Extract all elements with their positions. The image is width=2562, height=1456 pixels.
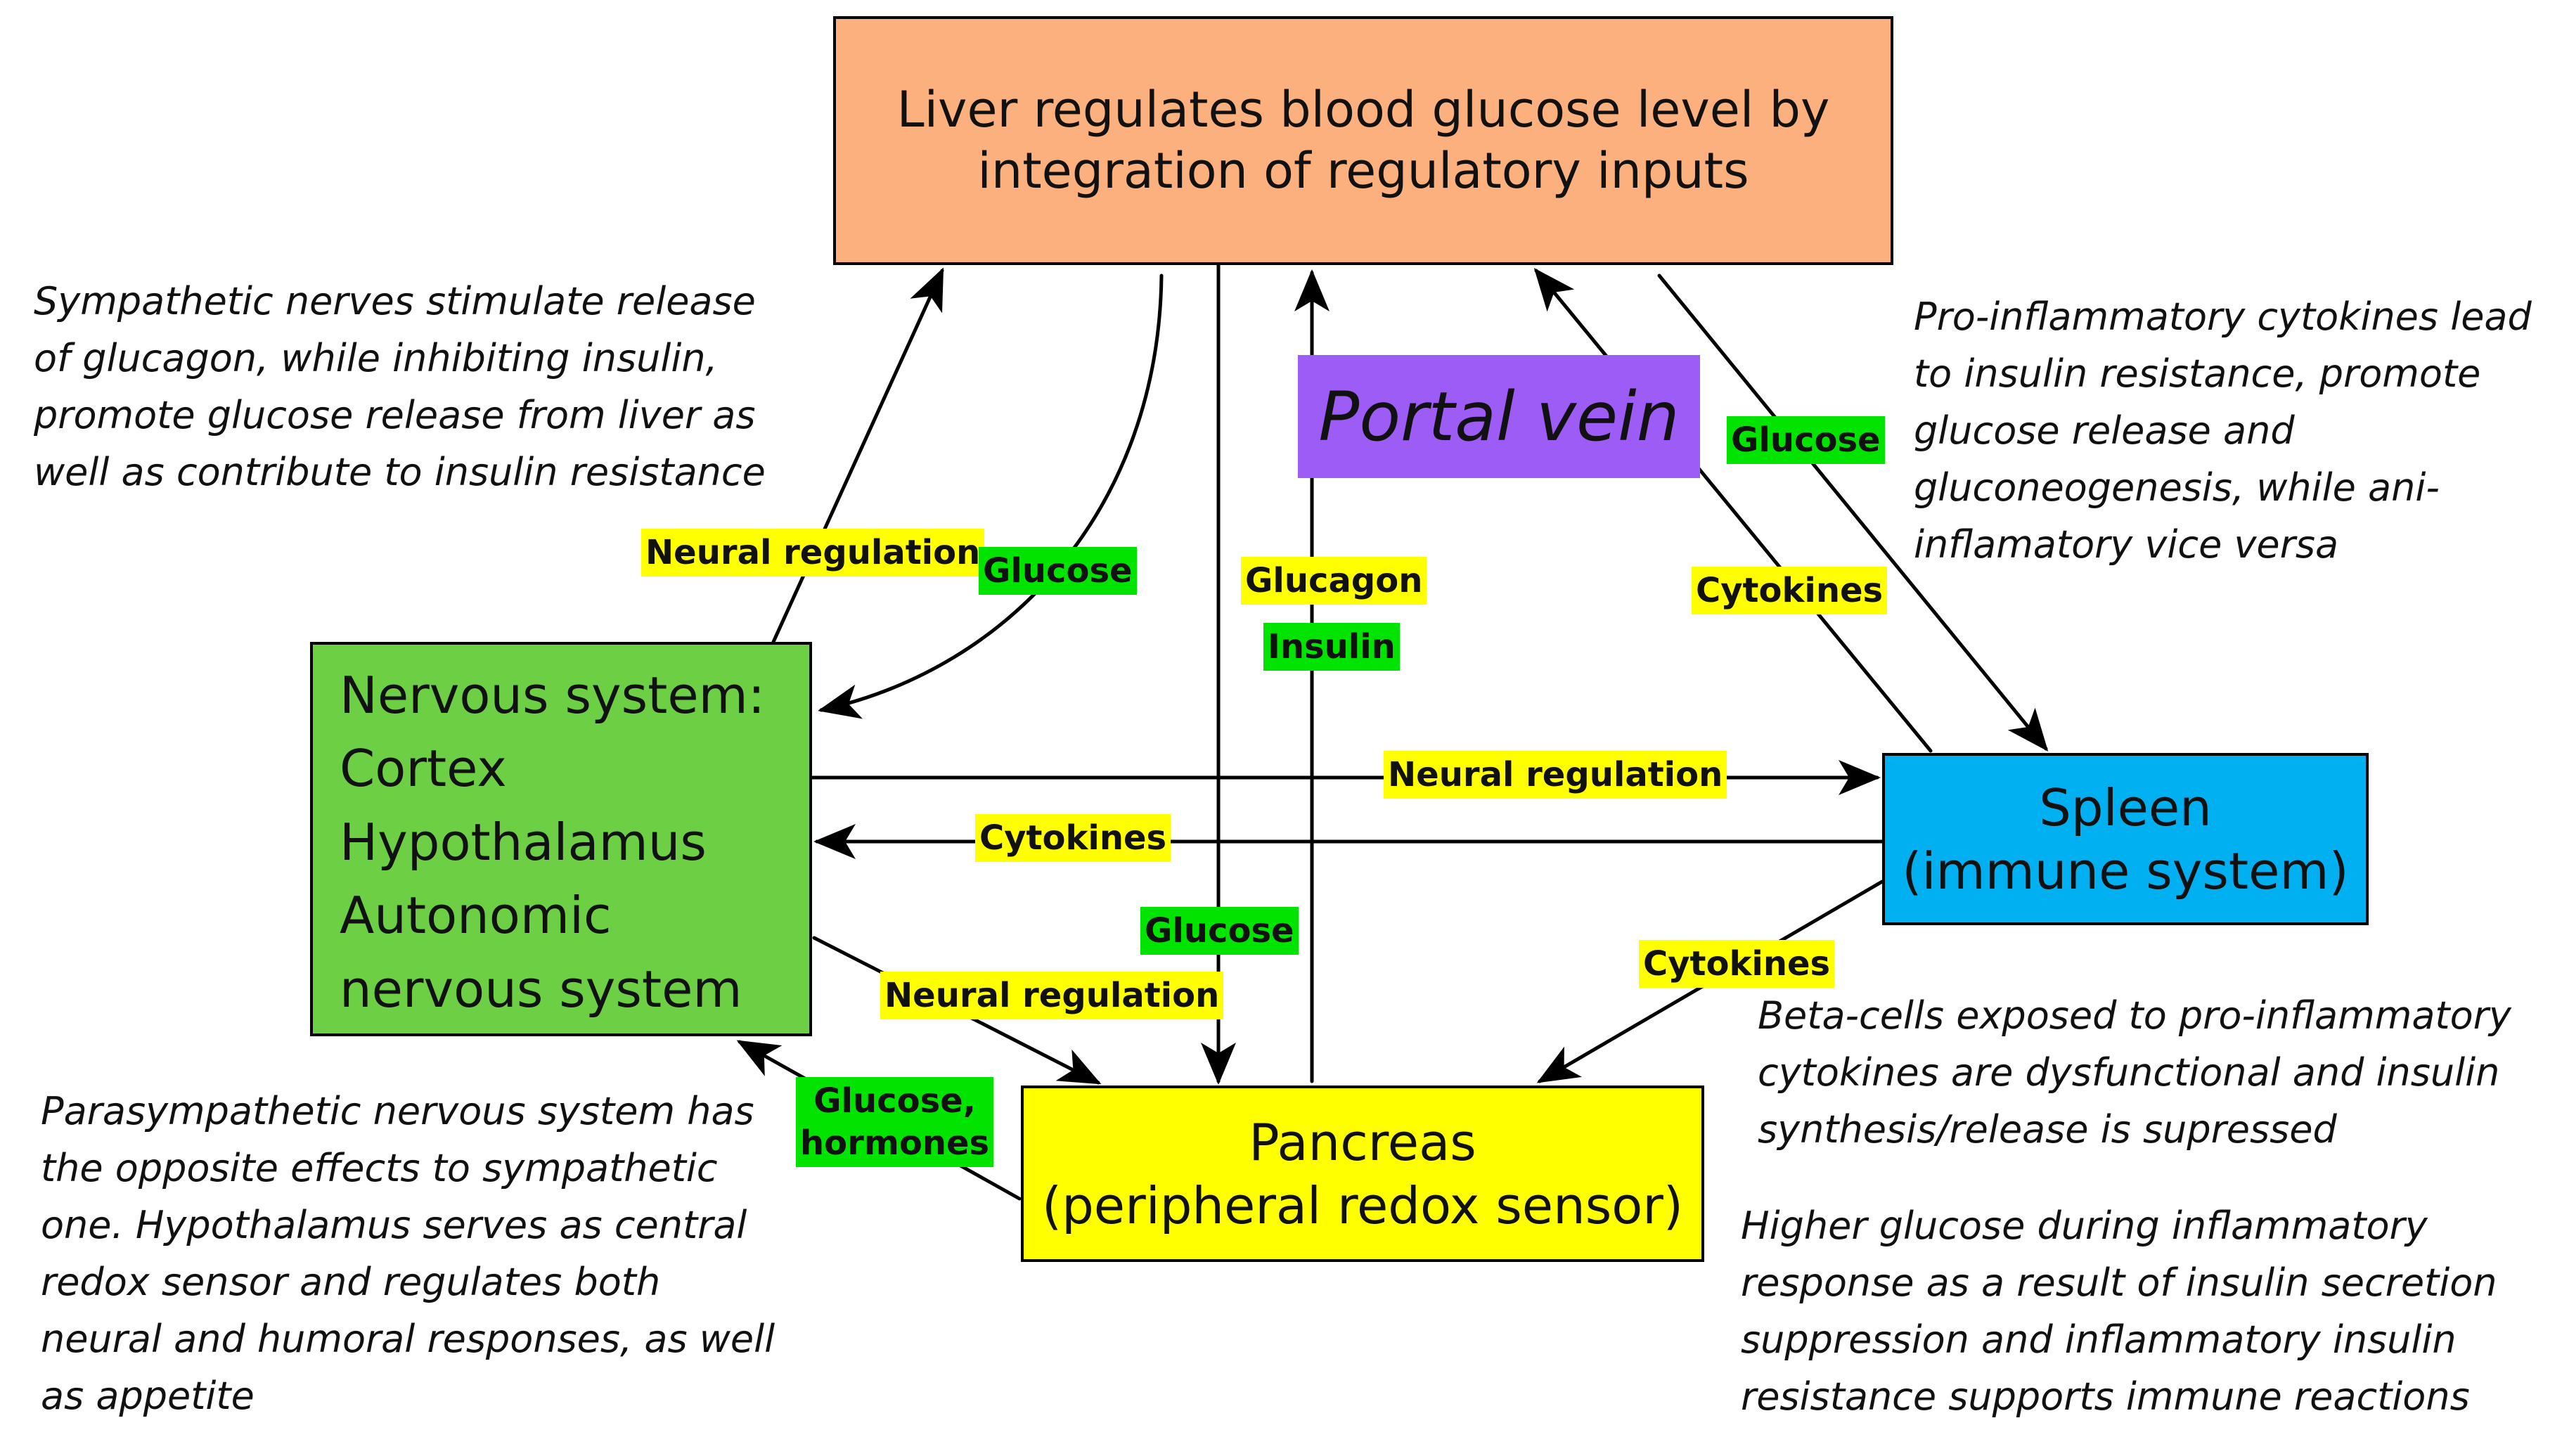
note-beta-cells: Beta-cells exposed to pro-inflammatory c… [1758,993,2511,1152]
spleen-text: Spleen (immune system) [1902,778,2349,901]
label-insulin: Insulin [1263,623,1400,671]
label-neural-regulation-pancreas: Neural regulation [880,972,1224,1019]
label-glucose-liver-pancreas: Glucose [1140,907,1299,955]
spleen-box: Spleen (immune system) [1882,753,2369,925]
note-proinflammatory: Pro-inflammatory cytokines lead to insul… [1914,295,2532,567]
label-glucagon: Glucagon [1241,557,1427,605]
note-higher-glucose: Higher glucose during inflammatory respo… [1741,1204,2497,1419]
label-glucose-liver-nervous: Glucose [979,547,1137,595]
arrow-spleen-to-liver [1533,268,1933,753]
pancreas-box: Pancreas (peripheral redox sensor) [1021,1085,1704,1262]
arrow-nervous-to-liver [771,267,944,644]
nervous-system-box: Nervous system: Cortex Hypothalamus Auto… [310,642,812,1036]
label-glucose-liver-spleen: Glucose [1727,416,1885,464]
portal-vein-box: Portal vein [1298,355,1700,478]
pancreas-text: Pancreas (peripheral redox sensor) [1042,1112,1683,1235]
note-sympathetic: Sympathetic nerves stimulate release of … [34,279,766,494]
liver-box: Liver regulates blood glucose level by i… [833,16,1893,265]
note-parasympathetic: Parasympathetic nervous system has the o… [41,1089,775,1418]
label-neural-regulation-liver: Neural regulation [641,529,985,576]
label-cytokines-spleen-nervous: Cytokines [975,814,1171,862]
label-neural-regulation-spleen: Neural regulation [1384,751,1727,799]
portal-vein-text: Portal vein [1318,377,1680,456]
nervous-system-text: Nervous system: Cortex Hypothalamus Auto… [340,666,766,1019]
arrow-liver-to-spleen [1657,273,2049,752]
label-cytokines-spleen-liver: Cytokines [1692,567,1888,614]
label-cytokines-spleen-pancreas: Cytokines [1639,940,1835,988]
arrow-liver-to-nervous [818,273,1164,719]
label-glucose-hormones: Glucose, hormones [796,1077,994,1167]
liver-text: Liver regulates blood glucose level by i… [896,80,1830,200]
